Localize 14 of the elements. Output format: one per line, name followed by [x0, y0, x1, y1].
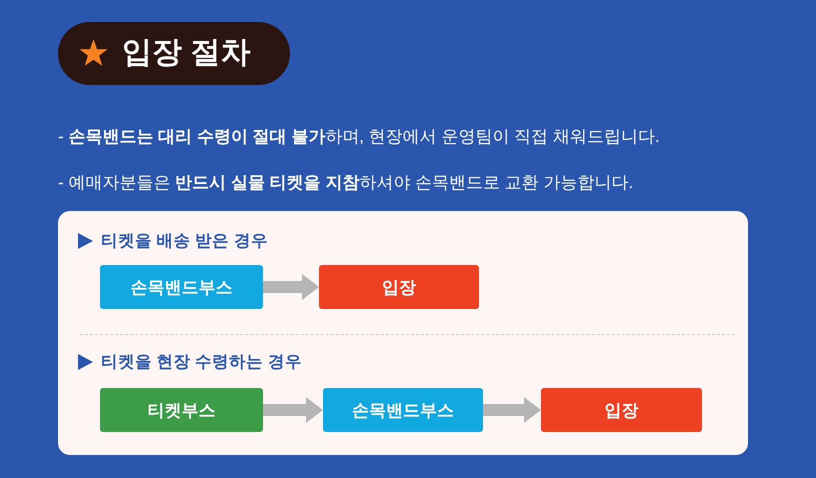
section-heading: 티켓을 현장 수령하는 경우 [101, 352, 302, 373]
panel [58, 211, 748, 455]
arrow [263, 274, 319, 300]
arrow [483, 397, 541, 423]
process-box: 입장 [319, 265, 479, 309]
process-box: 손목밴드부스 [100, 265, 263, 309]
section-heading: 티켓을 배송 받은 경우 [101, 231, 268, 252]
process-box: 손목밴드부스 [323, 388, 483, 432]
note-text: - 예매자분들은 반드시 실물 티켓을 지참하셔야 손목밴드로 교환 가능합니다. [58, 172, 634, 194]
note-text: - 손목밴드는 대리 수령이 절대 불가하며, 현장에서 운영팀이 직접 채워드립니다. [58, 126, 660, 148]
arrow [263, 397, 323, 423]
process-box: 입장 [541, 388, 702, 432]
process-box: 티켓부스 [100, 388, 263, 432]
title: 입장 절차 [122, 35, 250, 71]
